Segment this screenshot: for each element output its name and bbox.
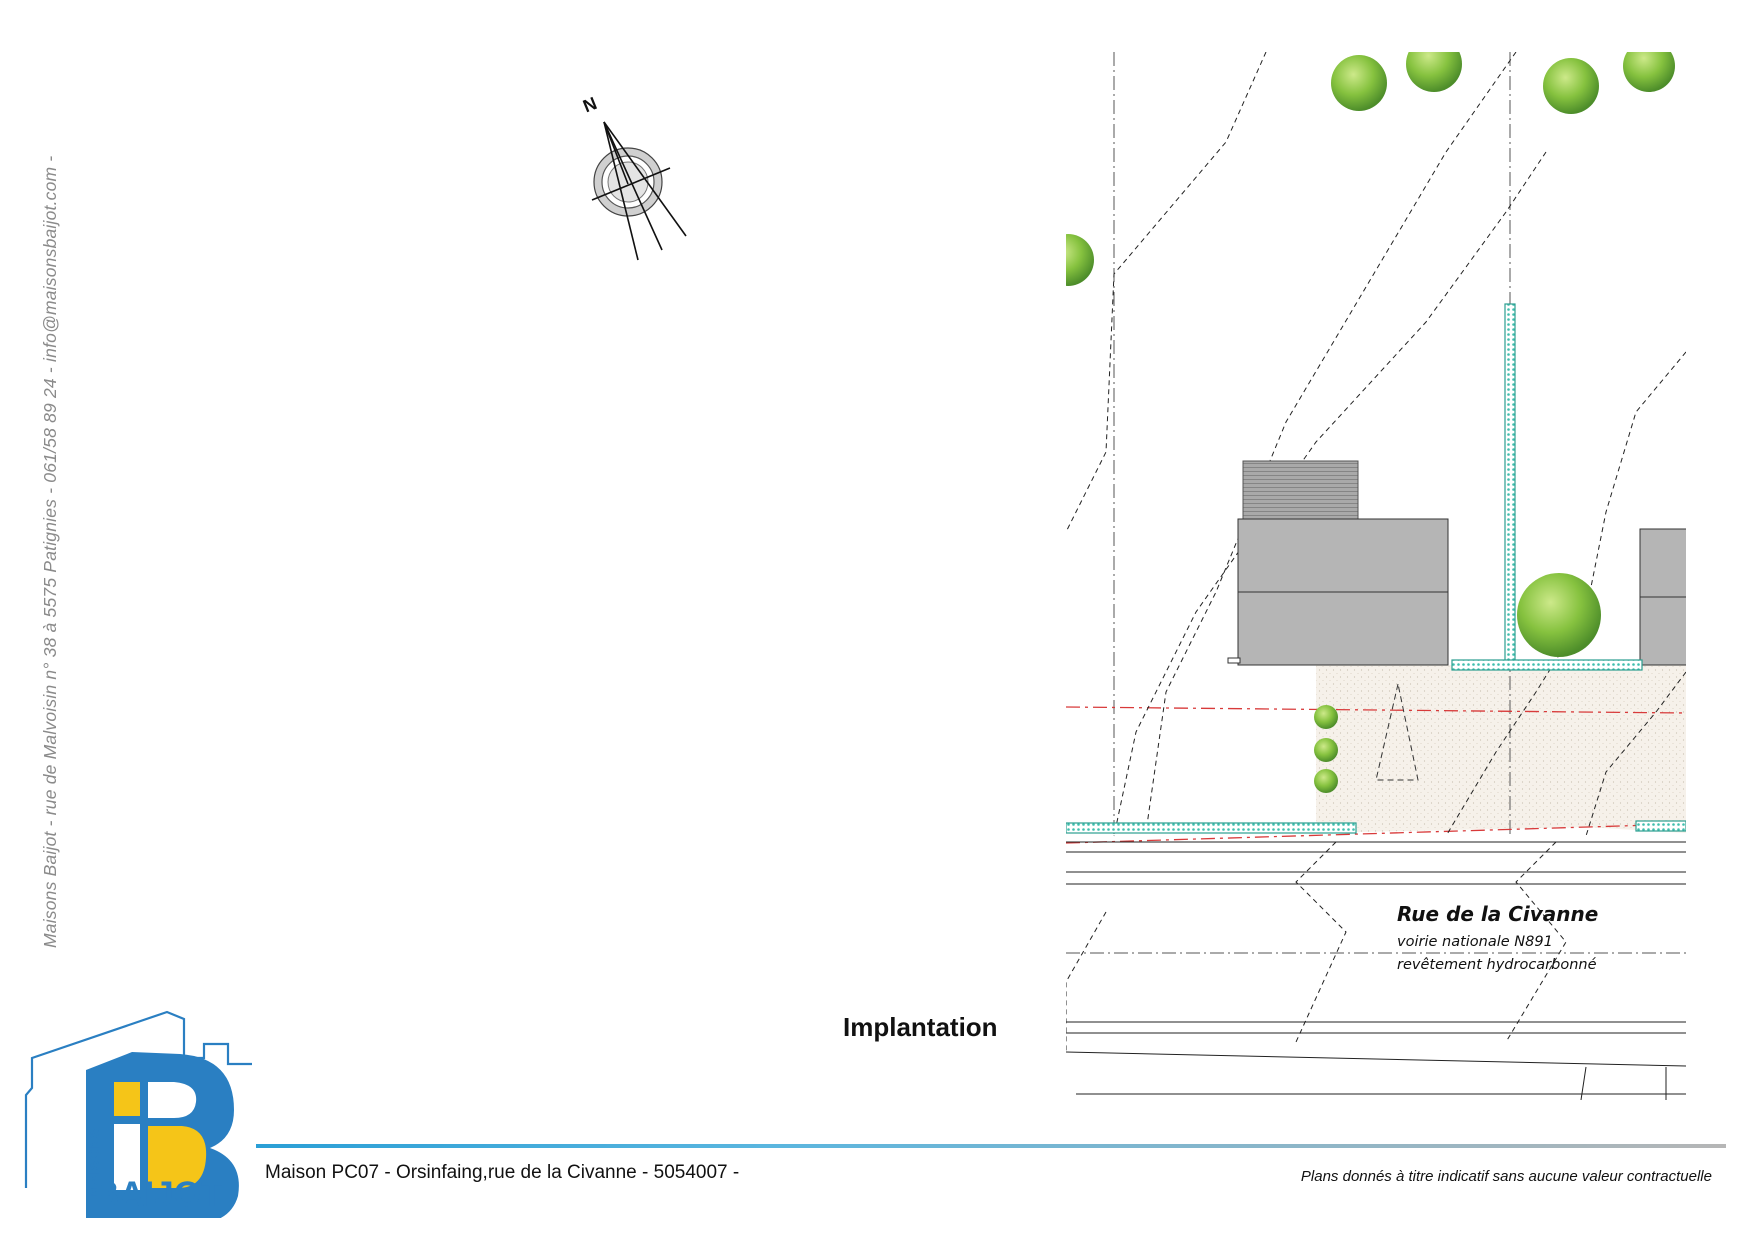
tree-icon [1066, 234, 1094, 286]
site-plan-drawing [1066, 52, 1686, 1100]
contour-lines [1066, 52, 1686, 1052]
compass-needles [591, 121, 687, 261]
tree-icon [1543, 58, 1599, 114]
disclaimer: Plans donnés à titre indicatif sans aucu… [1300, 1168, 1712, 1185]
footer-divider [256, 1144, 1726, 1148]
project-reference: Maison PC07 - Orsinfaing,rue de la Civan… [265, 1162, 740, 1183]
street-name: Rue de la Civanne [1397, 902, 1599, 926]
north-arrow-icon: N [580, 93, 687, 261]
shrub-icon [1314, 705, 1338, 729]
company-contact-text: Maisons Baijot - rue de Malvoisin n° 38 … [40, 155, 60, 948]
street-surface: revêtement hydrocarbonné [1397, 957, 1597, 973]
trees [1066, 52, 1675, 793]
building-setback-lines [1066, 706, 1686, 844]
shrub-icon [1314, 738, 1338, 762]
shrub-icon [1314, 769, 1338, 793]
gravel-driveway [1316, 665, 1686, 833]
page-title: Implantation [843, 1012, 998, 1042]
tree-icon [1406, 52, 1462, 92]
tree-icon [1623, 52, 1675, 92]
tree-icon [1331, 55, 1387, 111]
tree-icon [1517, 573, 1601, 657]
company-logo: MAISONS BAIJOT [24, 1010, 252, 1218]
logo-text-baijot: BAIJOT [94, 1175, 222, 1214]
hedges [1066, 303, 1686, 834]
street-lines [1066, 841, 1686, 1100]
north-label: N [580, 93, 600, 116]
street-class: voirie nationale N891 [1397, 934, 1553, 950]
annex-building [1242, 460, 1359, 520]
logo-text-maisons: MAISONS [86, 1128, 103, 1198]
